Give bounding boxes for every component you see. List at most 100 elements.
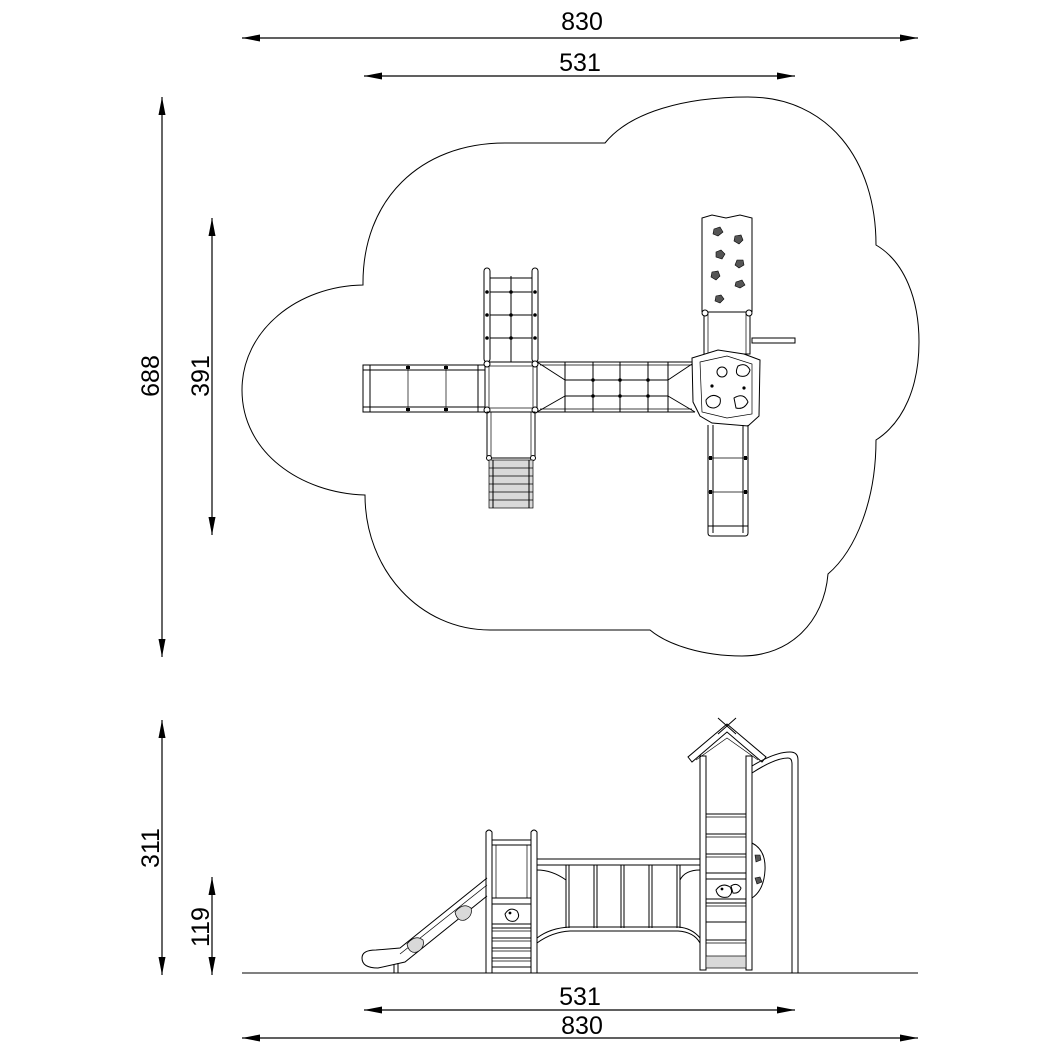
climbing-hold — [754, 854, 762, 863]
dimension-side-platform-height: 119 — [187, 877, 216, 975]
pole-outer — [751, 751, 799, 973]
arrowhead-bottom — [158, 639, 166, 657]
roof-decoration-figure — [705, 394, 721, 409]
bridge-top-rail — [536, 858, 701, 866]
arrowhead-bottom — [158, 957, 166, 975]
slide-bolt — [406, 408, 410, 411]
dimension-label: 531 — [559, 49, 601, 77]
tower-post-right — [745, 755, 753, 971]
climbing-hold — [733, 234, 744, 245]
dimension-label: 311 — [137, 828, 165, 868]
tower-post — [701, 309, 709, 317]
side-bridge — [536, 858, 701, 944]
plan-view — [241, 96, 920, 657]
panel-decoration-dot — [720, 887, 724, 891]
arrowhead-bottom — [208, 957, 216, 975]
tower-base-panel — [705, 955, 747, 969]
dimension-label: 119 — [187, 907, 215, 947]
plan-left-slide — [362, 364, 486, 413]
dimension-label: 531 — [559, 983, 601, 1011]
slide-bolt — [444, 408, 448, 411]
net-knot — [509, 336, 513, 340]
arrowhead-left — [242, 1034, 260, 1042]
slide-decoration — [454, 905, 472, 921]
tower-post-left — [699, 755, 707, 971]
plan-right-slide — [707, 425, 749, 537]
plan-right-tower — [691, 214, 796, 427]
panel-decoration-figure — [715, 884, 733, 898]
bridge-joint — [591, 394, 595, 398]
tower-deck-inner — [488, 365, 534, 409]
slide-chute-outline — [362, 364, 486, 413]
arrowhead-bottom — [208, 517, 216, 535]
bridge-end-rope — [679, 869, 701, 881]
side-view — [242, 717, 918, 974]
plan-stairs — [488, 459, 534, 509]
dimension-plan-overall-width: 830 — [242, 8, 918, 42]
side-left-tower — [485, 829, 538, 973]
bridge-joint — [646, 378, 650, 382]
bridge-end-rope — [536, 361, 566, 381]
lower-deck — [486, 411, 536, 459]
climbing-hold — [715, 249, 726, 260]
roof-decoration-head — [716, 366, 728, 378]
dimension-side-overall-width: 830 — [242, 1012, 918, 1042]
net-knot — [509, 290, 513, 294]
bridge-deck — [536, 926, 701, 939]
roof-decoration-dot — [710, 384, 714, 388]
bridge-joint — [618, 394, 622, 398]
dimension-plan-structure-width: 531 — [364, 49, 795, 80]
tower-roof — [687, 723, 767, 763]
pole-inner — [751, 757, 793, 973]
slide-chute-outline — [707, 425, 749, 537]
slide-bolt — [744, 456, 747, 460]
net-knot — [485, 290, 489, 294]
arrowhead-top — [158, 720, 166, 738]
arrowhead-right — [900, 1034, 918, 1042]
climbing-hold — [734, 259, 745, 269]
arrowhead-top — [208, 218, 216, 236]
bridge-end-rope — [667, 395, 696, 413]
bridge-joint — [618, 378, 622, 382]
slide-bolt — [406, 366, 410, 369]
roof-decoration-figure — [733, 395, 749, 409]
plan-bridge — [536, 361, 696, 413]
tower-top-rail — [491, 839, 532, 846]
side-right-tower — [687, 717, 767, 971]
dimension-label: 830 — [561, 8, 603, 36]
plan-climbing-net — [483, 267, 539, 363]
dimension-label: 688 — [137, 355, 165, 397]
bridge-end-rope — [536, 395, 566, 413]
arrowhead-right — [777, 1006, 795, 1014]
roof-inner — [695, 737, 759, 761]
panel-decoration-figure — [730, 883, 742, 894]
tower-post — [531, 360, 539, 368]
dimension-label: 391 — [187, 355, 215, 397]
net-knot — [533, 290, 537, 294]
panel-decoration-dot — [508, 911, 512, 915]
arrowhead-right — [900, 34, 918, 42]
slide-bolt — [709, 490, 712, 494]
tower-platform — [705, 872, 747, 880]
dimension-side-total-height: 311 — [137, 720, 166, 975]
dimension-side-structure-width: 531 — [364, 983, 795, 1014]
arrowhead-top — [208, 877, 216, 895]
slide-bolt — [444, 366, 448, 369]
bridge-end-rope — [667, 361, 696, 381]
panel-decoration-figure — [504, 908, 520, 922]
bridge-deck-underside — [536, 930, 701, 944]
arrowhead-right — [777, 72, 795, 80]
climbing-hold — [734, 279, 746, 289]
net-knot — [485, 336, 489, 340]
net-knot — [533, 336, 537, 340]
dimension-label: 830 — [561, 1012, 603, 1040]
arrowhead-left — [242, 34, 260, 42]
dimension-plan-structure-depth: 391 — [187, 218, 216, 535]
tower-post-right — [530, 829, 538, 973]
tower-post-left — [485, 829, 493, 973]
arrowhead-left — [364, 72, 382, 80]
slide-top-edge — [361, 877, 488, 959]
tower-pole-arm — [751, 337, 796, 344]
climbing-hold — [710, 270, 721, 281]
